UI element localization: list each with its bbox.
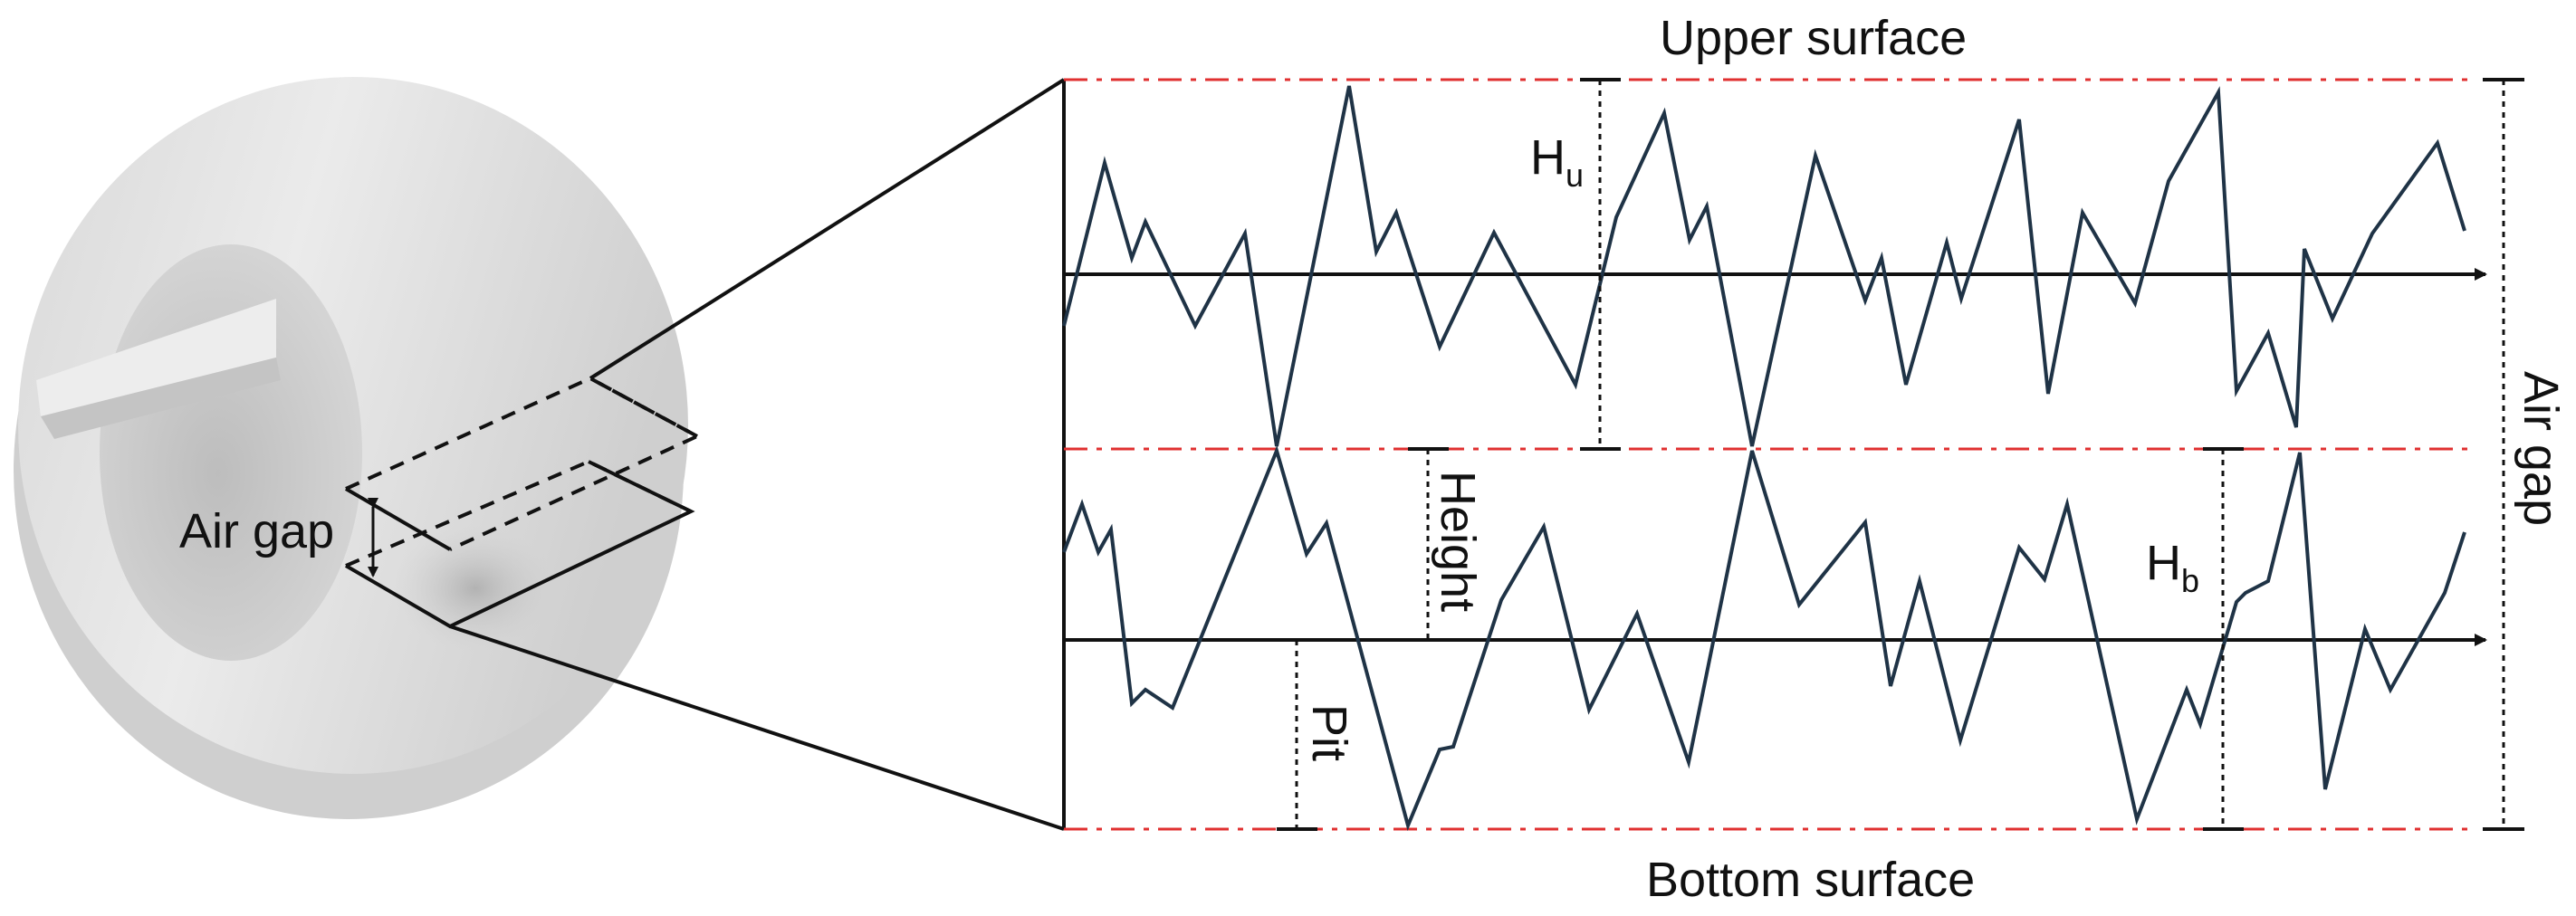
- lower-slab-solid: [344, 460, 695, 629]
- ring-hole: [100, 244, 362, 661]
- bottom-surface-label: Bottom surface: [1646, 853, 1975, 907]
- pit-label: Pit: [1302, 704, 1356, 761]
- gap-slabs: [344, 78, 1066, 831]
- zoom-line-top: [589, 78, 1066, 380]
- measurement-lines: [1295, 80, 2505, 829]
- upper-roughness-profile: [1062, 85, 2466, 447]
- upper-slab-edge: [344, 487, 452, 551]
- ring-slot-top: [36, 299, 276, 416]
- zoom-line-bottom: [449, 625, 1065, 831]
- lower-roughness-profile: [1062, 444, 2466, 832]
- ring-slot-side: [41, 358, 281, 439]
- height-label: Height: [1431, 471, 1485, 612]
- ring-core: [14, 77, 688, 819]
- air-gap-label-right: Air gap: [2514, 371, 2568, 526]
- h-u-label: Hu: [1530, 130, 1584, 194]
- air-gap-label-left: Air gap: [179, 504, 334, 558]
- upper-slab-back: [589, 377, 698, 438]
- upper-surface-label: Upper surface: [1660, 11, 1967, 65]
- gap-shadow: [394, 525, 557, 652]
- measurement-caps: [1277, 78, 2524, 831]
- h-b-label: Hb: [2146, 536, 2199, 599]
